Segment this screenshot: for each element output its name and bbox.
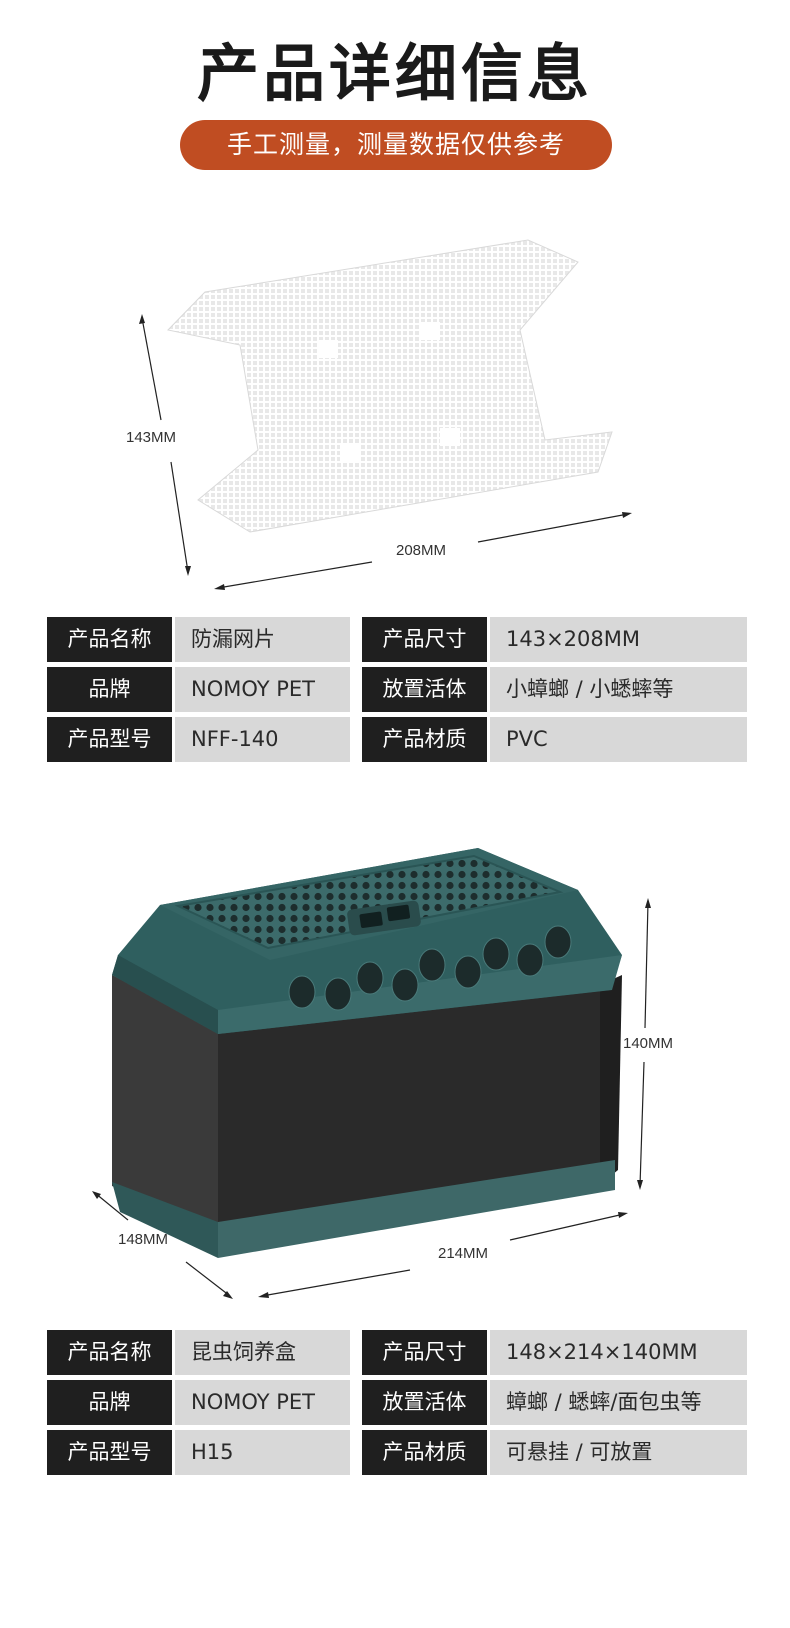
spec-row: 产品名称 防漏网片 产品尺寸 143×208MM — [47, 617, 747, 662]
spec-value: H15 — [175, 1430, 350, 1475]
spec-value: NOMOY PET — [175, 1380, 350, 1425]
page-title: 产品详细信息 — [196, 37, 593, 110]
measurement-note-badge: 手工测量，测量数据仅供参考 — [180, 120, 612, 170]
spec-value: 小蟑螂 / 小蟋蟀等 — [490, 667, 747, 712]
spec-value: PVC — [490, 717, 747, 762]
spec-key: 产品型号 — [47, 717, 172, 762]
spec-value: 昆虫饲养盒 — [175, 1330, 350, 1375]
spec-value: NFF-140 — [175, 717, 350, 762]
spec-key: 品牌 — [47, 667, 172, 712]
box-width-dimension: 214MM — [438, 1245, 489, 1262]
insect-box-image — [92, 848, 651, 1299]
spec-key: 放置活体 — [362, 667, 487, 712]
spec-key: 产品型号 — [47, 1430, 172, 1475]
spec-key: 产品名称 — [47, 617, 172, 662]
mesh-height-dimension: 143MM — [126, 429, 177, 446]
spec-row: 产品名称 昆虫饲养盒 产品尺寸 148×214×140MM — [47, 1330, 747, 1375]
spec-key: 产品材质 — [362, 717, 487, 762]
spec-table-box: 产品名称 昆虫饲养盒 产品尺寸 148×214×140MM 品牌 NOMOY P… — [47, 1330, 747, 1480]
spec-key: 产品材质 — [362, 1430, 487, 1475]
spec-value: 148×214×140MM — [490, 1330, 747, 1375]
spec-value: 防漏网片 — [175, 617, 350, 662]
spec-key: 产品名称 — [47, 1330, 172, 1375]
spec-row: 品牌 NOMOY PET 放置活体 蟑螂 / 蟋蟀/面包虫等 — [47, 1380, 747, 1425]
spec-key: 放置活体 — [362, 1380, 487, 1425]
spec-row: 品牌 NOMOY PET 放置活体 小蟑螂 / 小蟋蟀等 — [47, 667, 747, 712]
spec-row: 产品型号 NFF-140 产品材质 PVC — [47, 717, 747, 762]
spec-value: 蟑螂 / 蟋蟀/面包虫等 — [490, 1380, 747, 1425]
spec-key: 产品尺寸 — [362, 1330, 487, 1375]
box-depth-dimension: 148MM — [118, 1231, 169, 1248]
spec-value: 可悬挂 / 可放置 — [490, 1430, 747, 1475]
spec-value: 143×208MM — [490, 617, 747, 662]
spec-table-mesh: 产品名称 防漏网片 产品尺寸 143×208MM 品牌 NOMOY PET 放置… — [47, 617, 747, 767]
spec-key: 产品尺寸 — [362, 617, 487, 662]
spec-row: 产品型号 H15 产品材质 可悬挂 / 可放置 — [47, 1430, 747, 1475]
mesh-sheet-image — [139, 239, 632, 590]
spec-key: 品牌 — [47, 1380, 172, 1425]
box-height-dimension: 140MM — [623, 1035, 674, 1052]
spec-value: NOMOY PET — [175, 667, 350, 712]
mesh-width-dimension: 208MM — [396, 542, 447, 559]
